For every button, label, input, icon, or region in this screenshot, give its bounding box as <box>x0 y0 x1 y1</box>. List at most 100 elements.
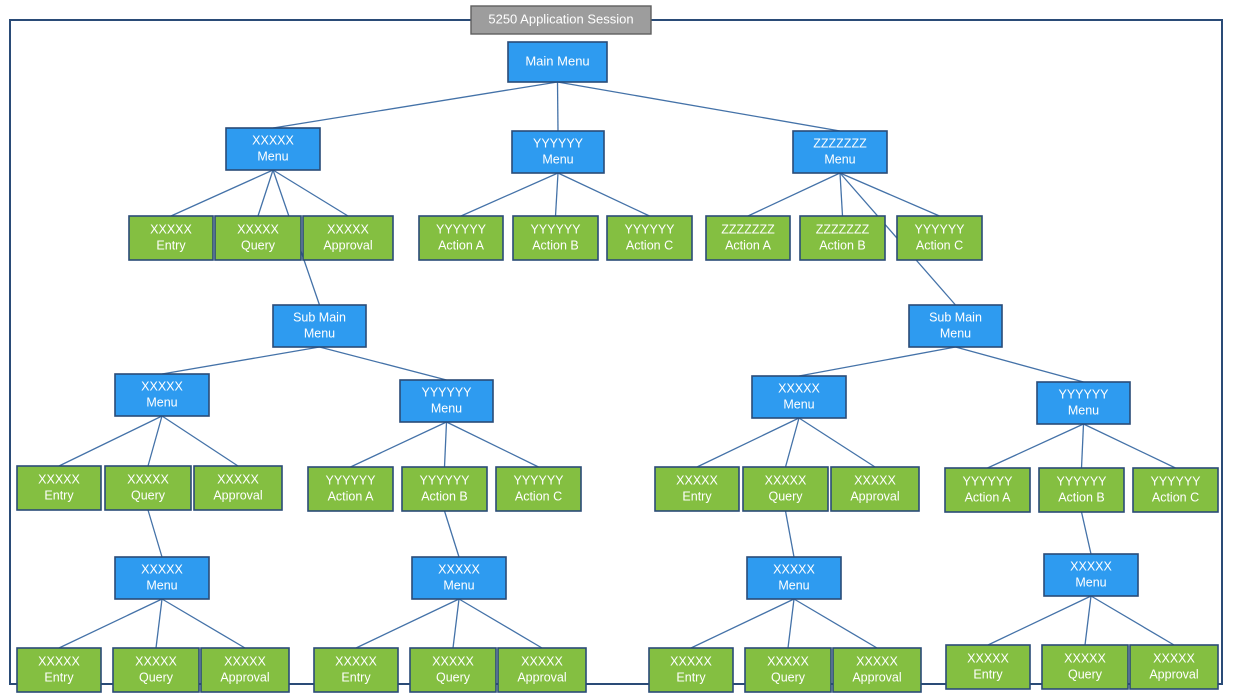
node-main-box[interactable] <box>507 41 608 83</box>
node-lmm1-box[interactable] <box>114 556 210 600</box>
node-rm_x-box[interactable] <box>751 375 847 419</box>
node-blx2-box[interactable] <box>112 647 200 693</box>
node-lx3-box[interactable] <box>193 465 283 511</box>
node-rx1-box[interactable] <box>654 466 740 512</box>
node-a_y2-box[interactable] <box>512 215 599 261</box>
node-m_y-box[interactable] <box>511 130 605 174</box>
node-blx1-box[interactable] <box>16 647 102 693</box>
node-a_z3-box[interactable] <box>896 215 983 261</box>
node-a_x3-box[interactable] <box>302 215 394 261</box>
node-rm_y-box[interactable] <box>1036 381 1131 425</box>
connector-lmm2-to-bly3 <box>458 598 543 649</box>
node-ly2-box[interactable] <box>401 466 488 512</box>
node-rx2-box[interactable] <box>742 466 829 512</box>
node-a_z2-box[interactable] <box>799 215 886 261</box>
node-ry3-box[interactable] <box>1132 467 1219 513</box>
node-a_x2-box[interactable] <box>214 215 302 261</box>
node-a_y3-box[interactable] <box>606 215 693 261</box>
node-a_y1-box[interactable] <box>418 215 504 261</box>
node-m_x-box[interactable] <box>225 127 321 171</box>
node-rmm2-box[interactable] <box>1043 553 1139 597</box>
node-ry1-box[interactable] <box>944 467 1031 513</box>
node-sub_r-box[interactable] <box>908 304 1003 348</box>
node-main[interactable]: Main Menu <box>507 41 608 83</box>
node-a_z1-box[interactable] <box>705 215 791 261</box>
node-ry2-box[interactable] <box>1038 467 1125 513</box>
node-lx1-box[interactable] <box>16 465 102 511</box>
connector-lm_y-to-ly3 <box>446 421 539 468</box>
node-ly3-box[interactable] <box>495 466 582 512</box>
node-sub_l-box[interactable] <box>272 304 367 348</box>
node-lx2-box[interactable] <box>104 465 192 511</box>
node-lmm2-box[interactable] <box>411 556 507 600</box>
node-bly3-box[interactable] <box>497 647 587 693</box>
node-blx3-box[interactable] <box>200 647 290 693</box>
node-lm_y-box[interactable] <box>399 379 494 423</box>
connector-sub_r-to-rm_y <box>955 346 1084 383</box>
node-rmm1-box[interactable] <box>746 556 842 600</box>
node-bry1-box[interactable] <box>945 644 1031 690</box>
node-ly1-box[interactable] <box>307 466 394 512</box>
node-rx3-box[interactable] <box>830 466 920 512</box>
node-title[interactable]: 5250 Application Session <box>470 5 652 35</box>
node-m_z-box[interactable] <box>792 130 888 174</box>
node-bly2-box[interactable] <box>409 647 497 693</box>
node-lm_x-box[interactable] <box>114 373 210 417</box>
node-brx3-box[interactable] <box>832 647 922 693</box>
node-bly1-box[interactable] <box>313 647 399 693</box>
node-a_x1-box[interactable] <box>128 215 214 261</box>
node-brx2-box[interactable] <box>744 647 832 693</box>
node-bry2-box[interactable] <box>1041 644 1129 690</box>
node-brx1-box[interactable] <box>648 647 734 693</box>
node-title-box[interactable] <box>470 5 652 35</box>
node-bry3-box[interactable] <box>1129 644 1219 690</box>
connector-rm_y-to-ry1 <box>987 423 1084 469</box>
